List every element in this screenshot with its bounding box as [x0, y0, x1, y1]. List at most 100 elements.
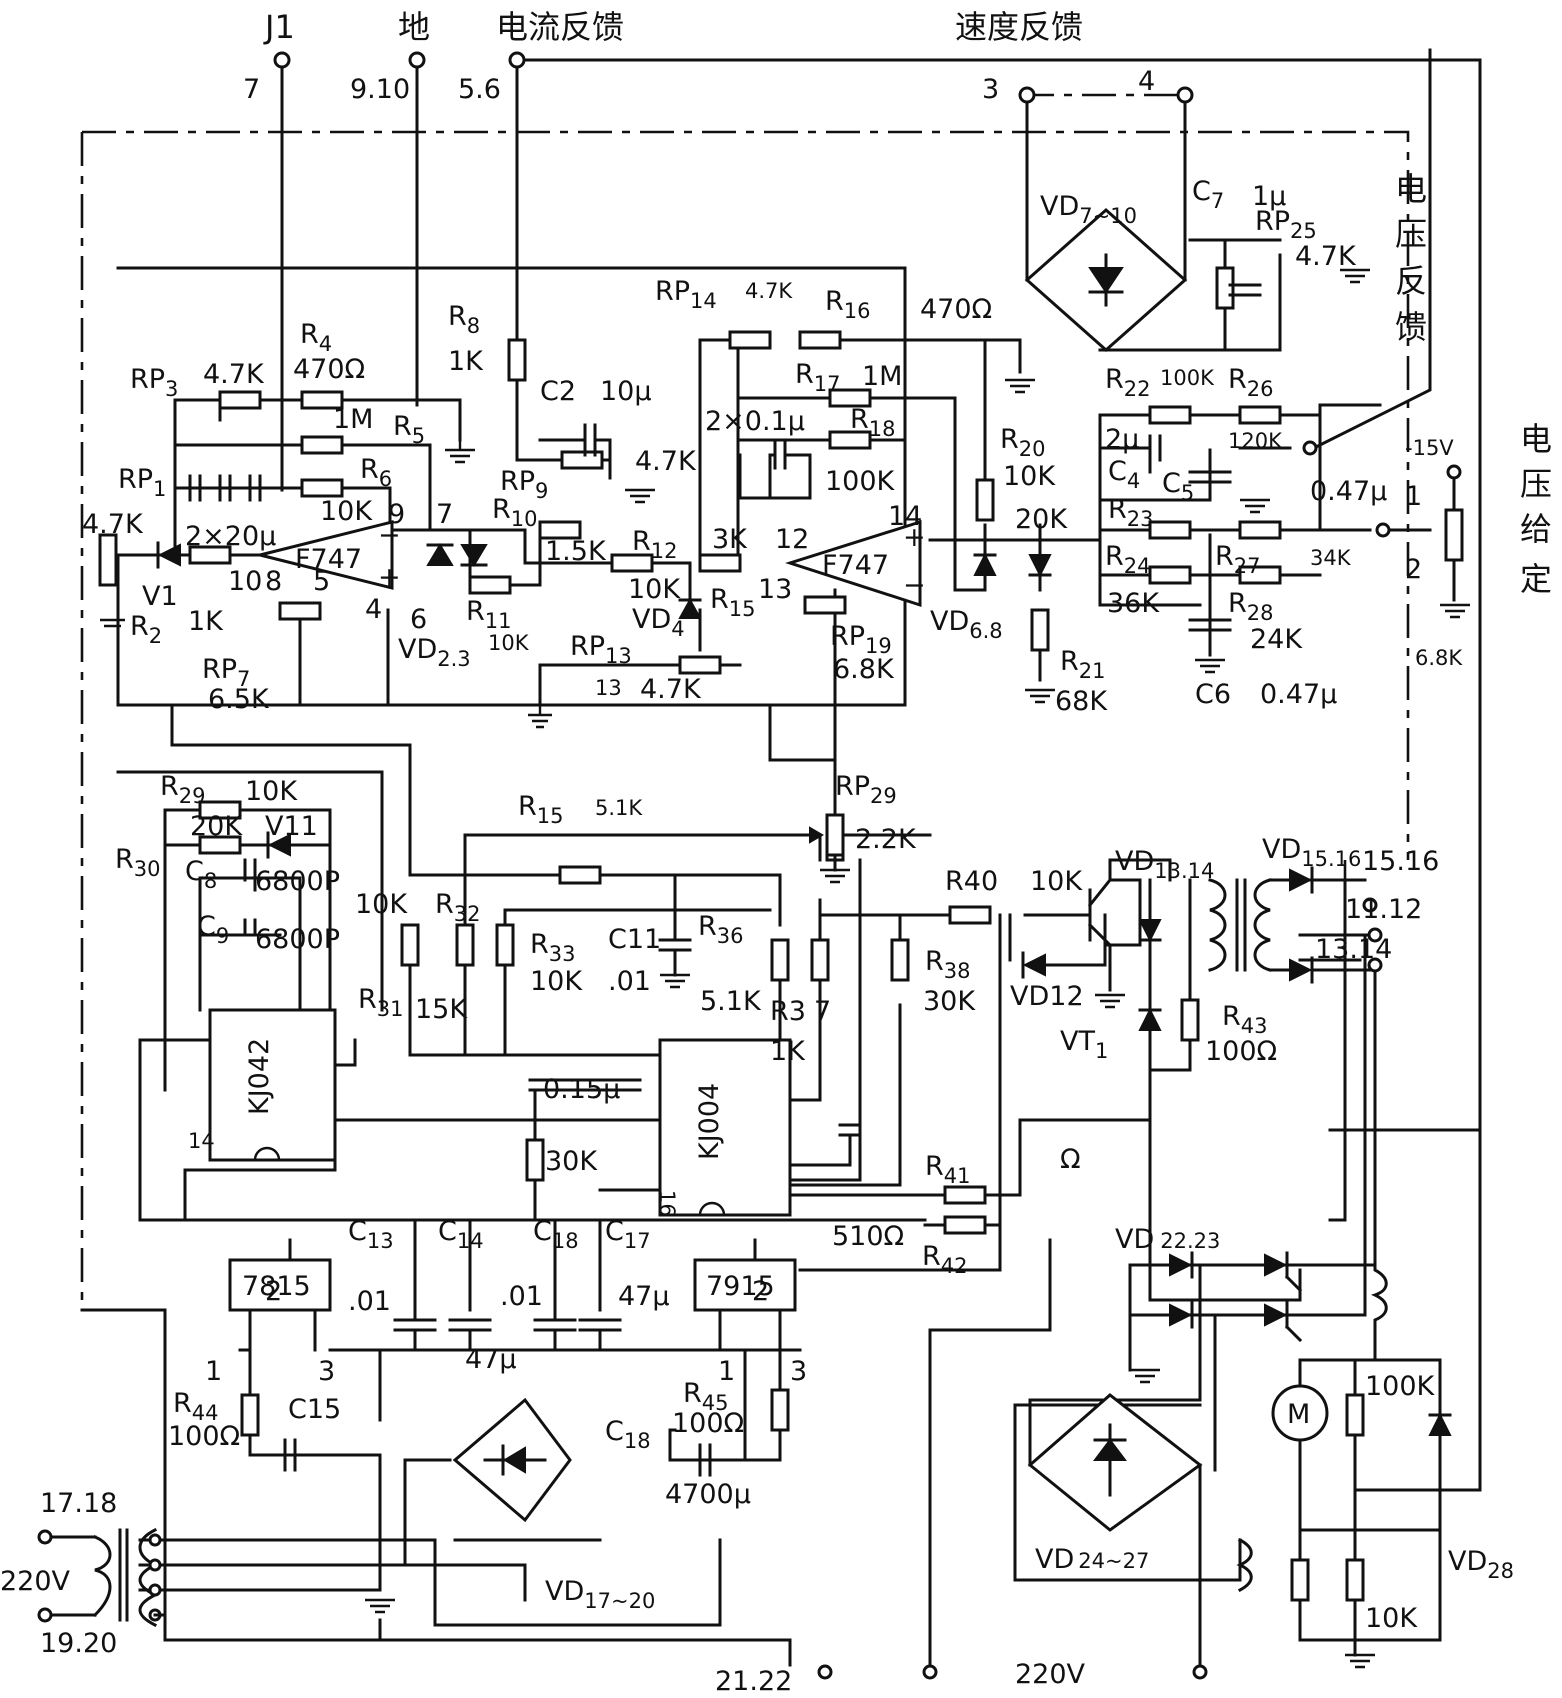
svg-text:V11: V11 — [265, 811, 318, 842]
labels-upper-mid: R8 1K C2 10μ RP9 4.7K R10 1.5K R12 10K 3… — [448, 276, 992, 705]
svg-text:7815: 7815 — [242, 1271, 311, 1302]
svg-text:3: 3 — [790, 1356, 807, 1387]
svg-text:R26: R26 — [1228, 364, 1274, 401]
svg-text:1K: 1K — [448, 346, 484, 377]
svg-text:-15V: -15V — [1405, 436, 1454, 460]
svg-text:RP19: RP19 — [830, 621, 892, 658]
svg-text:R28: R28 — [1228, 588, 1274, 625]
svg-text:C7: C7 — [1192, 176, 1224, 213]
svg-text:馈: 馈 — [1395, 308, 1427, 346]
labels-bottom: C13 .01 C14 47μ C18 .01 C17 47μ R44 100Ω… — [0, 1216, 1514, 1697]
svg-text:1: 1 — [718, 1356, 735, 1387]
svg-text:RP3: RP3 — [130, 364, 178, 401]
svg-text:C18: C18 — [605, 1416, 651, 1453]
label-speed-feedback: 速度反馈 — [955, 8, 1083, 46]
svg-text:2×0.1μ: 2×0.1μ — [705, 406, 805, 437]
svg-text:.01: .01 — [348, 1286, 391, 1317]
svg-text:20K: 20K — [1015, 504, 1068, 535]
svg-text:VD13.14: VD13.14 — [1115, 846, 1214, 883]
svg-text:10: 10 — [228, 566, 262, 597]
svg-text:R2: R2 — [130, 611, 162, 648]
svg-text:4.7K: 4.7K — [635, 446, 697, 477]
svg-text:R6: R6 — [360, 454, 392, 491]
svg-text:V1: V1 — [142, 581, 178, 612]
svg-text:给: 给 — [1520, 510, 1552, 548]
svg-text:R30: R30 — [115, 844, 161, 881]
svg-text:F747: F747 — [295, 544, 362, 575]
power-stage: M — [1028, 93, 1482, 1657]
svg-text:7: 7 — [243, 74, 260, 105]
svg-text:VD12: VD12 — [1010, 981, 1084, 1012]
svg-text:7: 7 — [436, 499, 453, 530]
mains-transformer — [37, 1527, 167, 1628]
svg-text:47μ: 47μ — [618, 1281, 670, 1312]
labels-middle: RP29 2.2K R15 5.1K R29 10K R30 20K V11 C… — [115, 771, 1439, 1278]
bridge-vd17-20 — [452, 1397, 572, 1523]
svg-text:13: 13 — [758, 574, 792, 605]
svg-text:30K: 30K — [545, 1146, 598, 1177]
svg-text:470Ω: 470Ω — [920, 294, 992, 325]
svg-text:10K: 10K — [488, 631, 530, 655]
svg-text:20K: 20K — [190, 811, 243, 842]
svg-text:9: 9 — [388, 499, 405, 530]
svg-text:R37: R37 — [770, 996, 831, 1027]
svg-text:VD6.8: VD6.8 — [930, 606, 1003, 643]
svg-text:R43: R43 — [1222, 1001, 1268, 1038]
svg-text:4700μ: 4700μ — [665, 1479, 751, 1510]
svg-text:5.1K: 5.1K — [700, 986, 762, 1017]
svg-text:R12: R12 — [632, 526, 678, 563]
svg-text:100Ω: 100Ω — [1205, 1036, 1277, 1067]
svg-text:R23: R23 — [1108, 494, 1154, 531]
svg-text:100K: 100K — [825, 466, 896, 497]
svg-text:F747: F747 — [822, 550, 889, 581]
terminal-neg15v — [1446, 464, 1462, 480]
svg-text:.01: .01 — [608, 966, 651, 997]
svg-text:C17: C17 — [605, 1216, 651, 1253]
svg-text:1μ: 1μ — [1252, 181, 1286, 212]
svg-text:10K: 10K — [530, 966, 583, 997]
svg-text:17.18: 17.18 — [40, 1488, 117, 1519]
pot-rp29 — [808, 813, 850, 884]
labels-top: J1 地 电流反馈 速度反馈 7 9.10 5.6 3 4 — [243, 8, 1155, 105]
svg-text:6.8K: 6.8K — [1415, 646, 1463, 670]
svg-text:6: 6 — [410, 604, 427, 635]
svg-text:0.15μ: 0.15μ — [543, 1074, 620, 1105]
svg-text:2: 2 — [265, 1276, 282, 1307]
svg-text:100Ω: 100Ω — [168, 1421, 240, 1452]
svg-text:1.5K: 1.5K — [545, 536, 607, 567]
svg-text:R21: R21 — [1060, 646, 1106, 683]
svg-text:68K: 68K — [1055, 686, 1108, 717]
svg-text:5.1K: 5.1K — [595, 796, 643, 820]
bridge-vd24-27 — [817, 1238, 1253, 1680]
svg-text:R44: R44 — [173, 1388, 219, 1425]
svg-text:5: 5 — [313, 566, 330, 597]
svg-text:6800P: 6800P — [255, 924, 340, 955]
diodes-upper — [156, 541, 1052, 619]
svg-text:6.5K: 6.5K — [208, 684, 270, 715]
svg-text:VD28: VD28 — [1448, 1546, 1514, 1583]
svg-text:470Ω: 470Ω — [293, 354, 365, 385]
svg-text:1: 1 — [205, 1356, 222, 1387]
svg-text:RP1: RP1 — [118, 464, 166, 501]
svg-text:2: 2 — [752, 1276, 769, 1307]
svg-text:4.7K: 4.7K — [203, 359, 265, 390]
svg-text:10K: 10K — [245, 776, 298, 807]
svg-text:7915: 7915 — [706, 1271, 775, 1302]
svg-text:34K: 34K — [1310, 546, 1352, 570]
svg-text:R15: R15 — [518, 791, 564, 828]
svg-text:220V: 220V — [1015, 1659, 1086, 1690]
svg-text:10K: 10K — [320, 496, 373, 527]
svg-text:KJ004: KJ004 — [694, 1083, 725, 1160]
svg-text:RP25: RP25 — [1255, 206, 1317, 243]
bridge-vd7-10 — [1024, 207, 1188, 353]
capacitors-middle — [243, 858, 692, 989]
svg-text:C9: C9 — [197, 911, 229, 948]
svg-text:14: 14 — [188, 1129, 215, 1153]
resistors — [98, 266, 1464, 675]
svg-text:VD2.3: VD2.3 — [398, 634, 471, 671]
label-ground: 地 — [398, 8, 430, 46]
svg-text:10K: 10K — [1030, 866, 1083, 897]
svg-text:C18: C18 — [533, 1216, 579, 1253]
